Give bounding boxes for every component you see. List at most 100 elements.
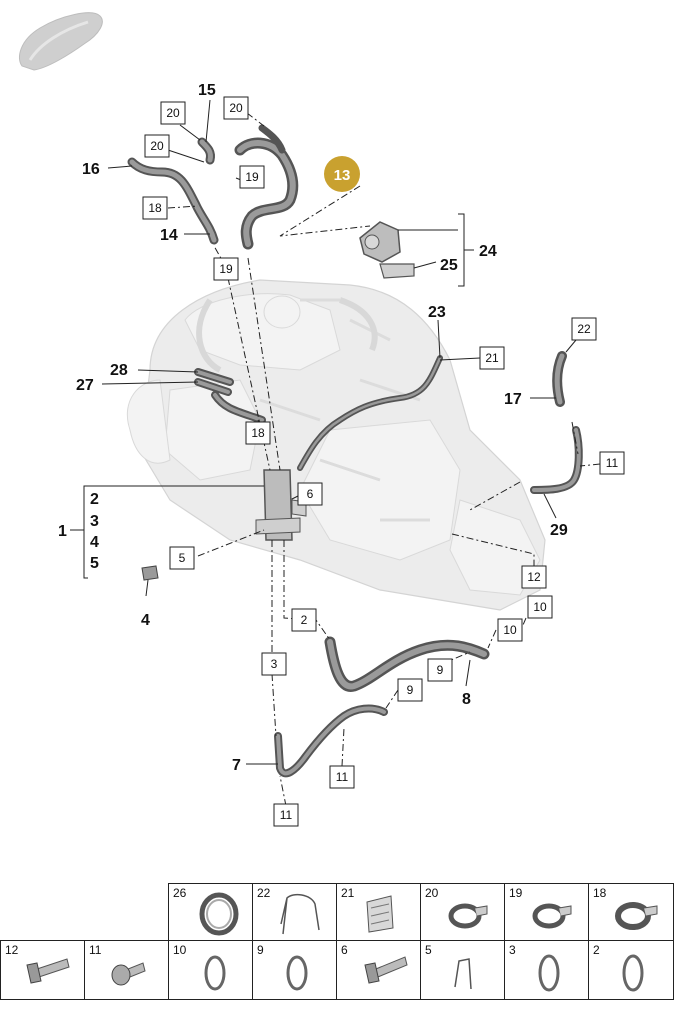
- svg-text:20: 20: [166, 106, 180, 120]
- svg-text:18: 18: [148, 201, 162, 215]
- screw-icon: [111, 962, 146, 986]
- parts-diagram: 15 16 14 24 25 23 28 27 17 2 3 1 4 5 29 …: [18, 12, 625, 827]
- callout-5: 5: [90, 555, 99, 572]
- callout-16: 16: [82, 161, 100, 178]
- part-cell-6[interactable]: 6: [336, 940, 421, 1000]
- box-22: 22: [571, 317, 597, 341]
- svg-text:6: 6: [307, 487, 314, 501]
- callout-numbers: 15 16 14 24 25 23 28 27 17 2 3 1 4 5 29 …: [58, 82, 568, 774]
- callout-1: 1: [58, 523, 67, 540]
- part-cell-2[interactable]: 2: [588, 940, 674, 1000]
- part-cell-11[interactable]: 11: [84, 940, 169, 1000]
- box-20-a: 20: [160, 101, 186, 125]
- box-9-a: 9: [427, 658, 453, 682]
- callout-7: 7: [232, 757, 241, 774]
- svg-text:19: 19: [245, 170, 259, 184]
- part-number: 21: [341, 886, 355, 900]
- callout-4-bolt: 4: [141, 612, 150, 629]
- svg-text:20: 20: [150, 139, 164, 153]
- part-cell-12[interactable]: 12: [0, 940, 85, 1000]
- callout-8: 8: [462, 691, 471, 708]
- box-21: 21: [479, 346, 505, 370]
- callout-25: 25: [440, 257, 458, 274]
- part-cell-21[interactable]: 21: [336, 883, 421, 941]
- svg-text:10: 10: [533, 600, 547, 614]
- box-3: 3: [261, 652, 287, 676]
- part-cell-20[interactable]: 20: [420, 883, 505, 941]
- part-number: 18: [593, 886, 607, 900]
- part-number: 10: [173, 943, 187, 957]
- part-cell-10[interactable]: 10: [168, 940, 253, 1000]
- box-19-a: 19: [239, 165, 265, 189]
- callout-14: 14: [160, 227, 178, 244]
- callout-3: 3: [90, 513, 99, 530]
- part-cell-26[interactable]: 26: [168, 883, 253, 941]
- car-icon: [18, 12, 103, 71]
- hose-clamp-icon: [448, 903, 488, 929]
- svg-text:3: 3: [271, 657, 278, 671]
- box-20-c: 20: [144, 134, 170, 158]
- o-ring-icon: [538, 954, 560, 992]
- callout-29: 29: [550, 522, 568, 539]
- svg-text:10: 10: [503, 623, 517, 637]
- box-6: 6: [297, 482, 323, 506]
- bolt-icon: [26, 958, 70, 984]
- svg-text:20: 20: [229, 101, 243, 115]
- part-cell-18[interactable]: 18: [588, 883, 674, 941]
- svg-text:22: 22: [577, 322, 591, 336]
- thermostat-housing-part: [255, 469, 307, 541]
- callout-23: 23: [428, 304, 446, 321]
- box-18-a: 18: [142, 196, 168, 220]
- svg-text:21: 21: [485, 351, 499, 365]
- part-cell-5[interactable]: 5: [420, 940, 505, 1000]
- svg-text:18: 18: [251, 426, 265, 440]
- svg-text:2: 2: [301, 613, 308, 627]
- box-10-b: 10: [497, 618, 523, 642]
- hose-clamp-icon: [532, 903, 572, 929]
- part-number: 11: [89, 943, 102, 957]
- retaining-clip-icon: [366, 895, 394, 933]
- seal-ring-icon: [199, 892, 239, 936]
- callout-4: 4: [90, 534, 99, 551]
- o-ring-icon: [286, 955, 308, 991]
- part-cell-19[interactable]: 19: [504, 883, 589, 941]
- badge-13[interactable]: 13: [324, 156, 360, 192]
- hose-clamp-icon: [615, 902, 658, 930]
- box-11-c: 11: [273, 803, 299, 827]
- part-cell-3[interactable]: 3: [504, 940, 589, 1000]
- part-number: 12: [5, 943, 19, 957]
- boxed-numbers: 20 20 20 19 18 19 22 21 18 11 6 5 12 10 …: [142, 96, 625, 827]
- part-number: 3: [509, 943, 516, 957]
- part-number: 6: [341, 943, 348, 957]
- part-number: 9: [257, 943, 264, 957]
- box-19-b: 19: [213, 257, 239, 281]
- hose-group: [127, 124, 583, 778]
- water-pump-part: [359, 221, 415, 279]
- wire-clip-icon: [454, 958, 472, 990]
- box-18-b: 18: [245, 421, 271, 445]
- callout-27: 27: [76, 377, 94, 394]
- callout-17: 17: [504, 391, 522, 408]
- part-number: 26: [173, 886, 187, 900]
- box-5: 5: [169, 546, 195, 570]
- svg-text:11: 11: [280, 808, 293, 822]
- svg-text:9: 9: [407, 683, 414, 697]
- part-number: 19: [509, 886, 523, 900]
- box-12: 12: [521, 565, 547, 589]
- box-11-b: 11: [329, 765, 355, 789]
- part-cell-9[interactable]: 9: [252, 940, 337, 1000]
- svg-text:11: 11: [336, 770, 349, 784]
- callout-2: 2: [90, 491, 99, 508]
- o-ring-icon: [204, 955, 226, 991]
- part-number: 5: [425, 943, 432, 957]
- engine-illustration: [126, 279, 546, 611]
- bolt-icon: [364, 956, 408, 984]
- svg-text:11: 11: [606, 456, 619, 470]
- part-number: 2: [593, 943, 600, 957]
- box-2: 2: [291, 608, 317, 632]
- o-ring-icon: [622, 954, 644, 992]
- box-11-a: 11: [599, 451, 625, 475]
- part-cell-22[interactable]: 22: [252, 883, 337, 941]
- box-10-a: 10: [527, 595, 553, 619]
- svg-text:19: 19: [219, 262, 233, 276]
